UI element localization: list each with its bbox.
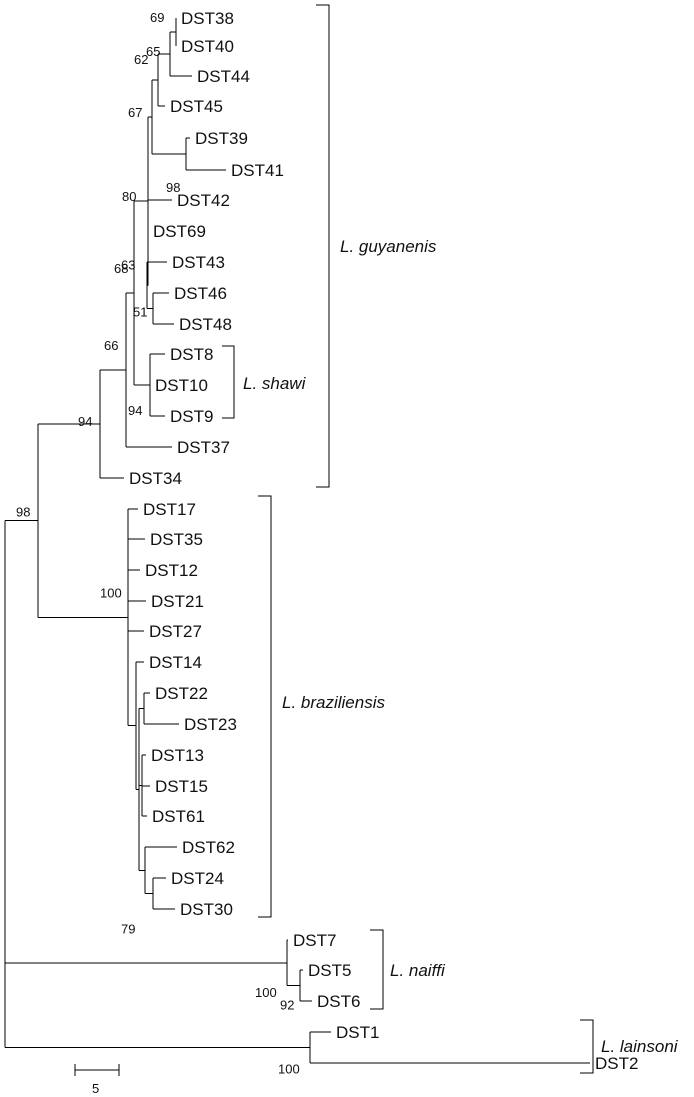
bootstrap-68-n68: 68 (114, 261, 128, 276)
bootstrap-51-n51: 51 (133, 305, 147, 320)
scale-bar (74, 1064, 120, 1076)
leaf-label-DST17: DST17 (143, 500, 196, 519)
leaf-label-DST7: DST7 (293, 931, 336, 950)
leaf-label-DST34: DST34 (129, 469, 182, 488)
leaf-label-DST41: DST41 (231, 161, 284, 180)
leaf-label-DST12: DST12 (145, 561, 198, 580)
bootstrap-80-n80: 80 (122, 189, 136, 204)
clade-label-guyanenis: L. guyanenis (340, 237, 437, 256)
leaf-label-DST38: DST38 (181, 9, 234, 28)
leaf-label-DST5: DST5 (308, 961, 351, 980)
leaf-label-DST15: DST15 (155, 777, 208, 796)
scale-bar-label: 5 (92, 1081, 99, 1096)
bootstrap-79-n79: 79 (121, 922, 135, 937)
leaf-label-DST62: DST62 (182, 838, 235, 857)
leaf-label-DST44: DST44 (197, 67, 250, 86)
leaf-label-DST6: DST6 (317, 992, 360, 1011)
bootstrap-100-n_lain: 100 (278, 1062, 300, 1077)
leaf-label-DST2: DST2 (595, 1054, 638, 1073)
bootstrap-66-n66: 66 (104, 338, 118, 353)
clade-label-shawi: L. shawi (243, 374, 307, 393)
bootstrap-100-n_braz: 100 (100, 585, 122, 600)
leaf-label-DST37: DST37 (177, 438, 230, 457)
tree-branches (4, 18, 590, 1064)
leaf-label-DST42: DST42 (177, 191, 230, 210)
bootstrap-67-n67: 67 (128, 105, 142, 120)
bootstrap-98-n98b: 98 (166, 180, 180, 195)
clade-bracket-shawi (222, 345, 235, 419)
leaf-label-DST10: DST10 (155, 376, 208, 395)
leaf-label-DST48: DST48 (179, 315, 232, 334)
leaf-label-DST61: DST61 (152, 807, 205, 826)
leaf-label-DST45: DST45 (170, 97, 223, 116)
leaf-label-DST1: DST1 (336, 1023, 379, 1042)
leaf-label-DST23: DST23 (184, 715, 237, 734)
clade-bracket-braziliensis (258, 495, 272, 918)
clade-label-naiffi: L. naiffi (390, 961, 446, 980)
leaf-label-DST9: DST9 (170, 407, 213, 426)
bootstrap-98-n_guy_braz: 98 (16, 505, 30, 520)
leaf-label-DST46: DST46 (174, 284, 227, 303)
bootstrap-92-n92: 92 (280, 998, 294, 1013)
leaf-label-DST43: DST43 (172, 253, 225, 272)
leaf-label-DST69: DST69 (153, 222, 206, 241)
leaf-label-DST39: DST39 (195, 129, 248, 148)
leaf-label-DST35: DST35 (150, 530, 203, 549)
leaf-label-DST21: DST21 (151, 592, 204, 611)
leaf-label-DST24: DST24 (171, 869, 224, 888)
bootstrap-62-n62: 62 (134, 52, 148, 67)
bootstrap-100-n_naiffi: 100 (255, 985, 277, 1000)
leaf-label-DST13: DST13 (151, 746, 204, 765)
leaf-label-DST30: DST30 (180, 900, 233, 919)
bootstrap-69-n69: 69 (150, 10, 164, 25)
bootstrap-65-n65: 65 (146, 44, 160, 59)
bootstrap-94-n94s: 94 (128, 403, 142, 418)
leaf-label-DST22: DST22 (155, 684, 208, 703)
bootstrap-63-n63: 63 (121, 257, 135, 272)
clade-bracket-naiffi (370, 929, 384, 1010)
clade-label-lainsoni: L. lainsoni (601, 1037, 679, 1056)
leaf-label-DST8: DST8 (170, 345, 213, 364)
bootstrap-94-n_guy: 94 (78, 414, 92, 429)
clade-bracket-guyanenis (316, 4, 330, 488)
clade-bracket-lainsoni (580, 1019, 594, 1074)
clade-label-braziliensis: L. braziliensis (282, 693, 385, 712)
leaf-label-DST40: DST40 (181, 37, 234, 56)
leaf-label-DST27: DST27 (149, 622, 202, 641)
leaf-label-DST14: DST14 (149, 653, 202, 672)
